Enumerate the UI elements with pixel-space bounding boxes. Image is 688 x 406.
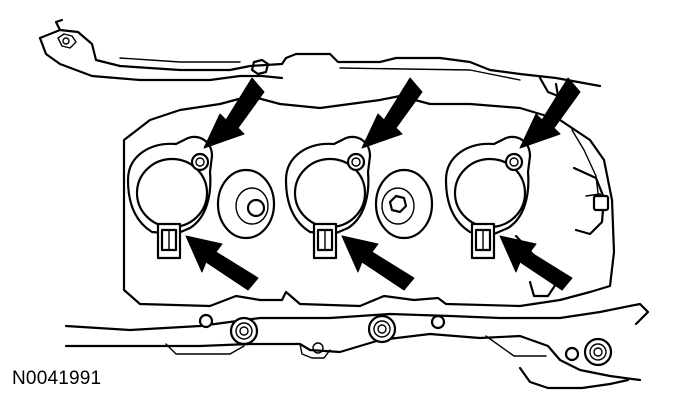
- arrow-bolt-2: [361, 77, 423, 149]
- arrow-bolt-3: [519, 77, 581, 149]
- lower-bolts: [198, 313, 613, 367]
- arrow-bolt-1: [203, 77, 265, 149]
- ignition-coil-1: [126, 135, 214, 260]
- arrow-connector-3: [499, 235, 573, 291]
- connector-callout-arrows: [185, 235, 573, 291]
- arrow-connector-2: [341, 235, 415, 291]
- spark-plug-wells: [216, 168, 434, 240]
- arrow-connector-1: [185, 235, 259, 291]
- ignition-coil-2: [284, 135, 372, 260]
- manifold-body: [122, 94, 616, 308]
- lower-manifold-flange: [64, 302, 650, 390]
- ignition-coil-3: [444, 135, 558, 298]
- figure-id-label: N0041991: [12, 368, 102, 389]
- upper-manifold-flange: [38, 18, 602, 98]
- bolt-callout-arrows: [203, 77, 581, 149]
